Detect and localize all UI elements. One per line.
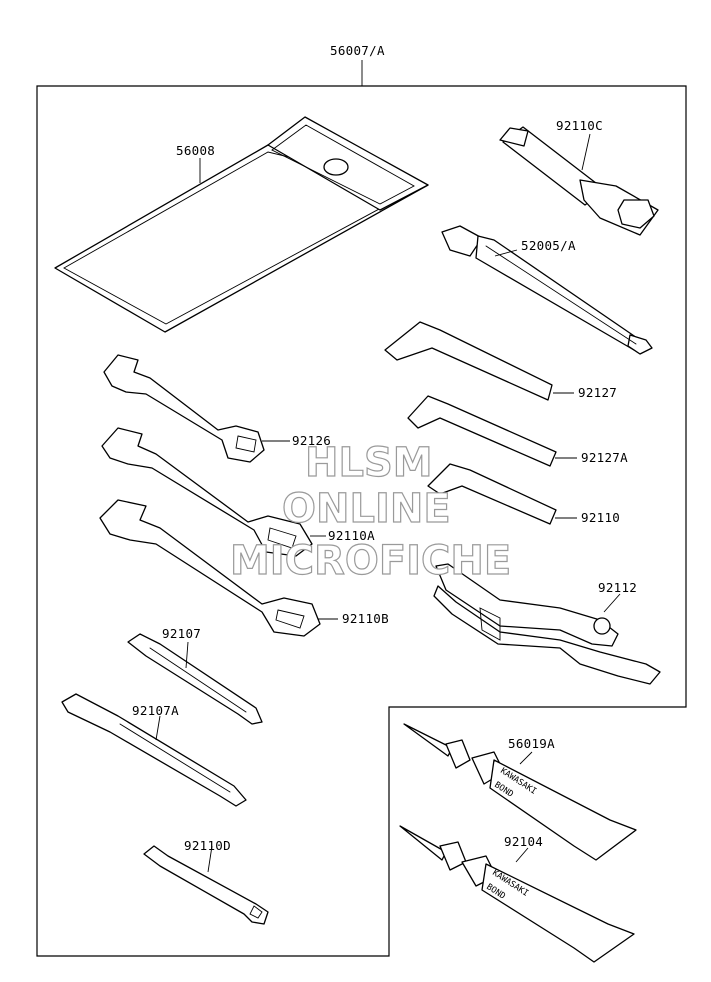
hex-key-3-label[interactable]: 92110: [581, 510, 620, 525]
hex-key-1[interactable]: [384, 321, 574, 401]
hex-key-3[interactable]: [427, 463, 577, 525]
wrench-1-label[interactable]: 92126: [292, 433, 331, 448]
spoke-wrench[interactable]: [143, 845, 269, 925]
long-screwdriver[interactable]: [441, 225, 653, 355]
combo-screwdriver[interactable]: [61, 693, 247, 807]
wrench-2-label[interactable]: 92110A: [328, 528, 375, 543]
wrench-3-label[interactable]: 92110B: [342, 611, 389, 626]
bond-tube-2[interactable]: KAWASAKI BOND: [399, 825, 635, 963]
long-screwdriver-label[interactable]: 52005/A: [521, 238, 576, 253]
hex-key-2-label[interactable]: 92127A: [581, 450, 628, 465]
screwdriver-bit[interactable]: [127, 633, 263, 725]
plug-wrench[interactable]: [499, 126, 659, 236]
hex-key-2[interactable]: [407, 395, 577, 467]
combo-screwdriver-label[interactable]: 92107A: [132, 703, 179, 718]
plug-wrench-label[interactable]: 92110C: [556, 118, 603, 133]
pliers[interactable]: [433, 563, 661, 685]
tool-case[interactable]: [54, 116, 429, 333]
spoke-wrench-label[interactable]: 92110D: [184, 838, 231, 853]
wrench-3[interactable]: [99, 499, 338, 637]
pliers-label[interactable]: 92112: [598, 580, 637, 595]
hex-key-1-label[interactable]: 92127: [578, 385, 617, 400]
watermark-line-2: ONLINE: [282, 486, 451, 532]
screwdriver-bit-label[interactable]: 92107: [162, 626, 201, 641]
assembly-label[interactable]: 56007/A: [330, 43, 385, 58]
bond-tube-1-label[interactable]: 56019A: [508, 736, 555, 751]
case-label[interactable]: 56008: [176, 143, 215, 158]
watermark: HLSM ONLINE MICROFICHE: [229, 439, 511, 584]
wrench-2[interactable]: [101, 427, 326, 557]
watermark-line-3: MICROFICHE: [230, 538, 511, 584]
diagram-frame: [36, 60, 687, 957]
bond-tube-2-label[interactable]: 92104: [504, 834, 543, 849]
wrench-1[interactable]: [103, 354, 290, 463]
watermark-line-1: HLSM: [305, 440, 433, 486]
